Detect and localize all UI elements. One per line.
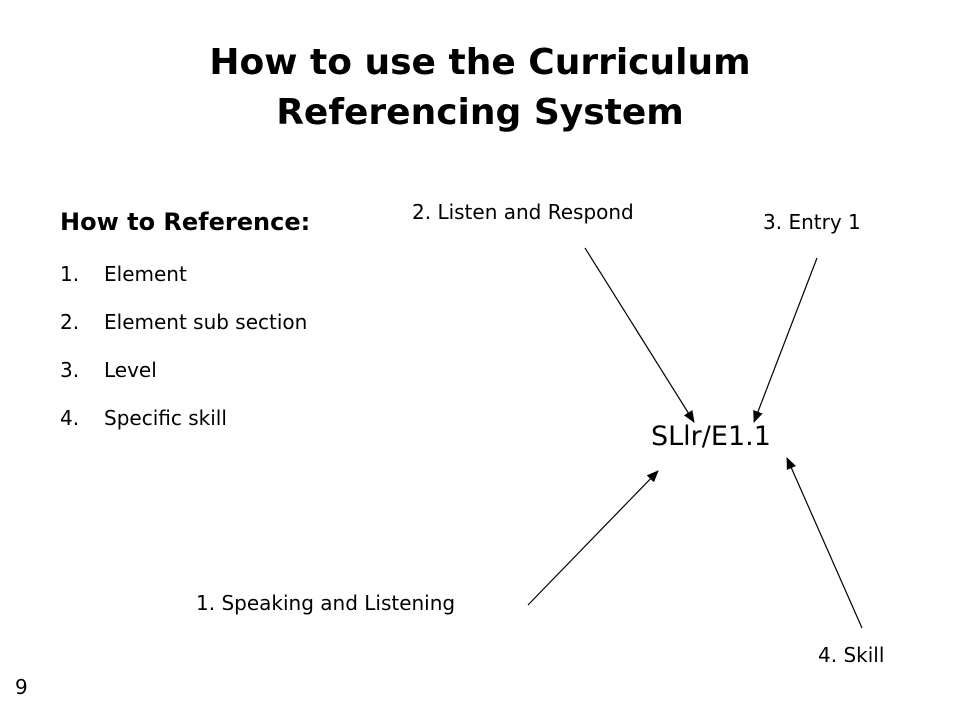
reference-item-element: 1. Element — [60, 262, 307, 310]
reference-code: SLlr/E1.1 — [651, 421, 771, 452]
reference-item-element-sub-section: 2. Element sub section — [60, 310, 307, 358]
reference-item-text: Element sub section — [104, 310, 308, 334]
page-number: 9 — [15, 675, 28, 699]
label-listen-and-respond: 2. Listen and Respond — [412, 200, 634, 224]
arrow-from-listen-and-respond — [584, 247, 695, 423]
label-speaking-and-listening: 1. Speaking and Listening — [196, 591, 456, 615]
reference-item-text: Level — [104, 358, 157, 382]
reference-heading: How to Reference: — [60, 208, 311, 236]
label-entry-1: 3. Entry 1 — [763, 210, 861, 234]
arrow-from-entry-1 — [753, 257, 818, 423]
reference-item-number: 4. — [60, 406, 80, 430]
title-line-1: How to use the Curriculum — [209, 42, 751, 83]
reference-item-specific-skill: 4. Specific skill — [60, 406, 307, 454]
reference-item-number: 2. — [60, 310, 80, 334]
arrow-from-speaking-and-listening — [527, 470, 659, 606]
reference-item-text: Element — [104, 262, 187, 286]
reference-item-level: 3. Level — [60, 358, 307, 406]
title-line-2: Referencing System — [276, 92, 684, 133]
reference-item-number: 3. — [60, 358, 80, 382]
reference-item-number: 1. — [60, 262, 80, 286]
reference-item-text: Specific skill — [104, 406, 227, 430]
reference-list: 1.Element 2.Element sub section 3.Level … — [60, 262, 307, 454]
label-skill: 4. Skill — [818, 643, 885, 667]
arrow-from-skill — [786, 457, 863, 629]
slide-title: How to use the Curriculum Referencing Sy… — [0, 38, 960, 138]
